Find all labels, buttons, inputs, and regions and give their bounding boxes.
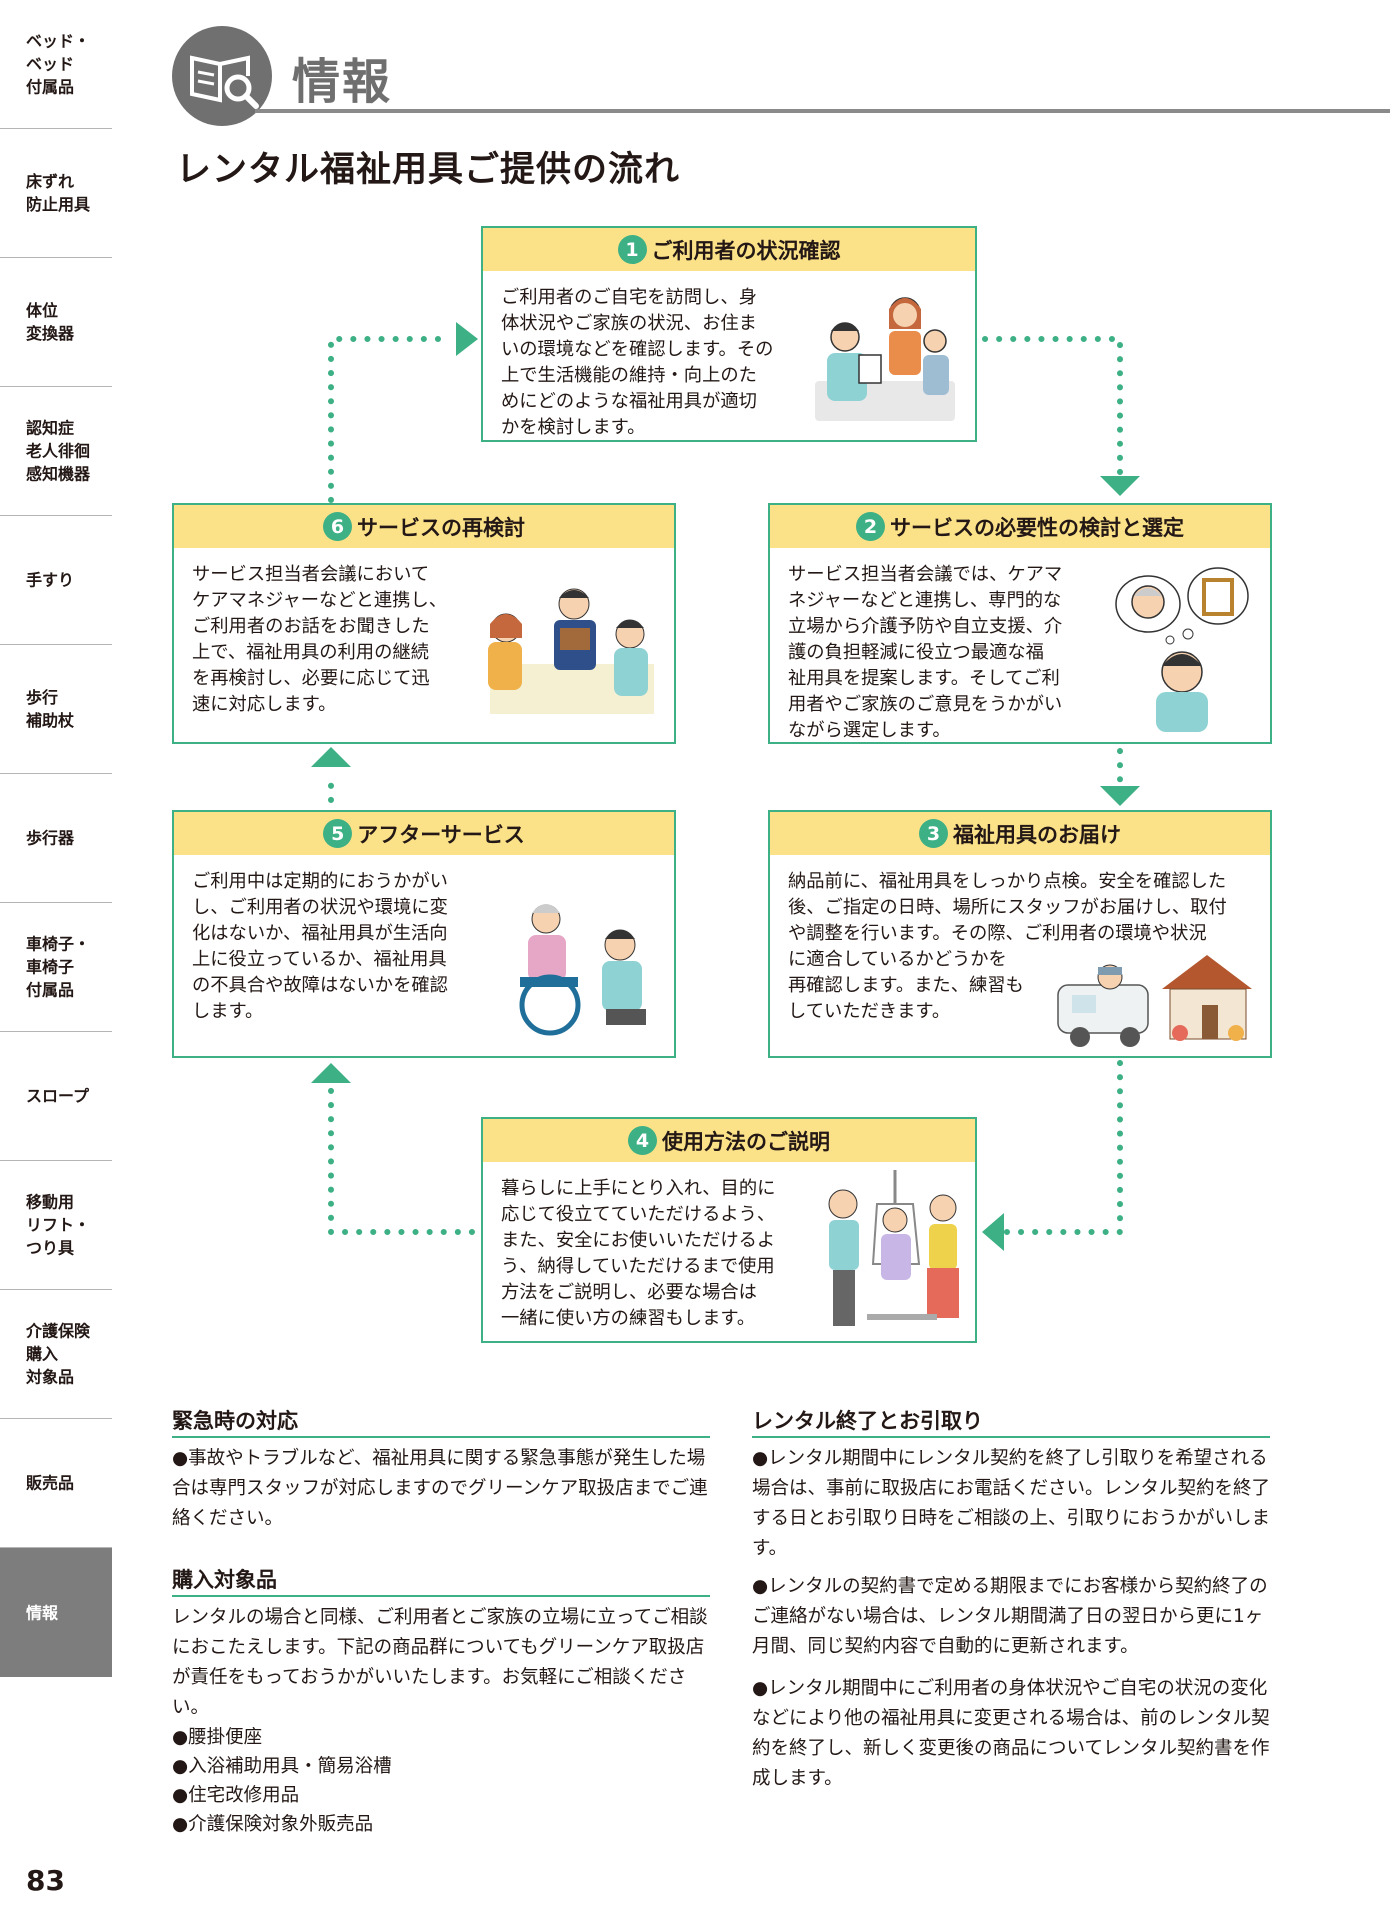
- sidebar-item-info[interactable]: 情報: [0, 1548, 112, 1677]
- step-5-title: アフターサービス: [357, 822, 525, 847]
- step-2-text: サービス担当者会議では、ケアマ ネジャーなどと連携し、専門的な 立場から介護予防…: [788, 564, 1063, 741]
- sidebar-item-label: 歩行 補助杖: [26, 688, 75, 730]
- step-4-text: 暮らしに上手にとり入れ、目的に 応じて役立てていただけるよう、 また、安全にお使…: [501, 1178, 776, 1329]
- step-number-badge: 5: [323, 819, 353, 848]
- sidebar-item-position-changer[interactable]: 体位 変換器: [0, 258, 112, 387]
- step-3-box: 3 福祉用具のお届け 納品前に、福祉用具をしっかり点検。安全を確認した 後、ご指…: [768, 810, 1272, 1058]
- after-service-illustration-icon: [519, 904, 646, 1036]
- purchase-section-title: 購入対象品: [172, 1568, 277, 1592]
- page-number: 83: [26, 1864, 65, 1897]
- sidebar-item-label: 移動用 リフト・ つり具: [26, 1192, 91, 1258]
- sidebar-item-dementia-sensor[interactable]: 認知症 老人徘徊 感知機器: [0, 387, 112, 516]
- book-magnifier-icon: [190, 55, 259, 109]
- rental-end-section-title: レンタル終了とお引取り: [752, 1409, 983, 1433]
- sidebar-item-handrail[interactable]: 手すり: [0, 516, 112, 645]
- sidebar-item-label: スロープ: [26, 1086, 90, 1106]
- step-4-box: 4 使用方法のご説明 暮らしに上手にとり入れ、目的に 応じて役立てていただけるよ…: [481, 1117, 977, 1343]
- sidebar-item-label: 介護保険 購入 対象品: [26, 1321, 91, 1387]
- delivery-van-illustration-icon: [1057, 955, 1252, 1047]
- step-1-box: 1 ご利用者の状況確認 ご利用者のご自宅を訪問し、身 体状況やご家族の状況、お住…: [481, 226, 977, 442]
- rental-end-section-rule: [752, 1436, 1270, 1438]
- sidebar-item-label: 歩行器: [26, 828, 75, 848]
- sidebar-item-label: 手すり: [26, 570, 75, 590]
- sidebar-item-wheelchair[interactable]: 車椅子・ 車椅子 付属品: [0, 903, 112, 1032]
- sidebar-item-label: 体位 変換器: [26, 301, 75, 343]
- step-4-title: 使用方法のご説明: [662, 1129, 830, 1154]
- step-3-text: 納品前に、福祉用具をしっかり点検。安全を確認した 後、ご指定の日時、場所にスタッ…: [788, 871, 1227, 1022]
- home-visit-illustration-icon: [815, 297, 955, 421]
- step-1-header: 1 ご利用者の状況確認: [483, 228, 975, 271]
- step-6-title: サービスの再検討: [357, 515, 525, 540]
- rental-end-paragraph: ●レンタルの契約書で定める期限までにお客様から契約終了のご連絡がない場合は、レン…: [752, 1576, 1268, 1657]
- step-1-title: ご利用者の状況確認: [651, 238, 841, 263]
- purchase-item: ●住宅改修用品: [172, 1785, 300, 1806]
- header-divider: [255, 109, 1390, 113]
- step-5-text: ご利用中は定期的におうかがい し、ご利用者の状況や環境に変 化はないか、福祉用具…: [192, 871, 448, 1022]
- rental-end-paragraph: ●レンタル期間中にレンタル契約を終了し引取りを希望される場合は、事前に取扱店にお…: [752, 1448, 1271, 1559]
- step-6-text: サービス担当者会議において ケアマネジャーなどと連携し、 ご利用者のお話をお聞き…: [192, 564, 448, 715]
- purchase-section-rule: [172, 1595, 710, 1597]
- lift-demo-illustration-icon: [828, 1170, 959, 1326]
- section-title: 情報: [292, 54, 393, 110]
- emergency-section-title: 緊急時の対応: [172, 1409, 298, 1433]
- step-4-header: 4 使用方法のご説明: [483, 1119, 975, 1162]
- sidebar-item-label: 床ずれ 防止用具: [26, 172, 91, 214]
- purchase-item: ●入浴補助用具・簡易浴槽: [172, 1756, 392, 1777]
- step-5-box: 5 アフターサービス ご利用中は定期的におうかがい し、ご利用者の状況や環境に変…: [172, 810, 676, 1058]
- step-2-header: 2 サービスの必要性の検討と選定: [770, 505, 1270, 548]
- sidebar-item-label: 車椅子・ 車椅子 付属品: [26, 934, 91, 1000]
- purchase-text: レンタルの場合と同様、ご利用者とご家族の立場に立ってご相談におこたえします。下記…: [172, 1607, 708, 1718]
- step-5-header: 5 アフターサービス: [174, 812, 674, 855]
- meeting-illustration-icon: [488, 588, 654, 714]
- emergency-text: ●事故やトラブルなど、福祉用具に関する緊急事態が発生した場合は専門スタッフが対応…: [172, 1448, 708, 1529]
- step-number-badge: 1: [617, 235, 647, 264]
- sidebar-item-insurance-purchase[interactable]: 介護保険 購入 対象品: [0, 1290, 112, 1419]
- step-number-badge: 3: [919, 819, 948, 848]
- step-3-title: 福祉用具のお届け: [953, 822, 1121, 847]
- step-3-header: 3 福祉用具のお届け: [770, 812, 1270, 855]
- sidebar-item-lift[interactable]: 移動用 リフト・ つり具: [0, 1161, 112, 1290]
- purchase-item: ●腰掛便座: [172, 1727, 263, 1748]
- thinking-staff-illustration-icon: [1115, 567, 1249, 732]
- sidebar-item-walker[interactable]: 歩行器: [0, 774, 112, 903]
- step-number-badge: 2: [856, 512, 885, 541]
- step-2-box: 2 サービスの必要性の検討と選定 サービス担当者会議では、ケアマ ネジャーなどと…: [768, 503, 1272, 744]
- rental-end-paragraph: ●レンタル期間中にご利用者の身体状況やご自宅の状況の変化などにより他の福祉用具に…: [752, 1678, 1270, 1789]
- emergency-section-rule: [172, 1436, 710, 1438]
- step-2-title: サービスの必要性の検討と選定: [890, 515, 1184, 540]
- purchase-item: ●介護保険対象外販売品: [172, 1814, 374, 1835]
- sidebar-item-sales[interactable]: 販売品: [0, 1419, 112, 1548]
- sidebar-item-label: 認知症 老人徘徊 感知機器: [26, 418, 91, 484]
- step-6-box: 6 サービスの再検討 サービス担当者会議において ケアマネジャーなどと連携し、 …: [172, 503, 676, 744]
- step-6-header: 6 サービスの再検討: [174, 505, 674, 548]
- sidebar-item-bed[interactable]: ベッド・ ベッド 付属品: [0, 0, 112, 129]
- sidebar-item-label: ベッド・ ベッド 付属品: [26, 31, 91, 97]
- page-title: レンタル福祉用具ご提供の流れ: [176, 150, 681, 190]
- sidebar-item-label: 情報: [26, 1603, 59, 1622]
- sidebar-item-label: 販売品: [26, 1473, 75, 1493]
- step-number-badge: 6: [323, 512, 352, 541]
- sidebar-item-cane[interactable]: 歩行 補助杖: [0, 645, 112, 774]
- sidebar-nav: ベッド・ ベッド 付属品 床ずれ 防止用具 体位 変換器 認知症 老人徘徊 感知…: [0, 0, 112, 1685]
- step-number-badge: 4: [628, 1126, 657, 1155]
- step-1-text: ご利用者のご自宅を訪問し、身 体状況やご家族の状況、お住ま いの環境などを確認し…: [501, 287, 774, 438]
- sidebar-item-bedsore[interactable]: 床ずれ 防止用具: [0, 129, 112, 258]
- sidebar-item-slope[interactable]: スロープ: [0, 1032, 112, 1161]
